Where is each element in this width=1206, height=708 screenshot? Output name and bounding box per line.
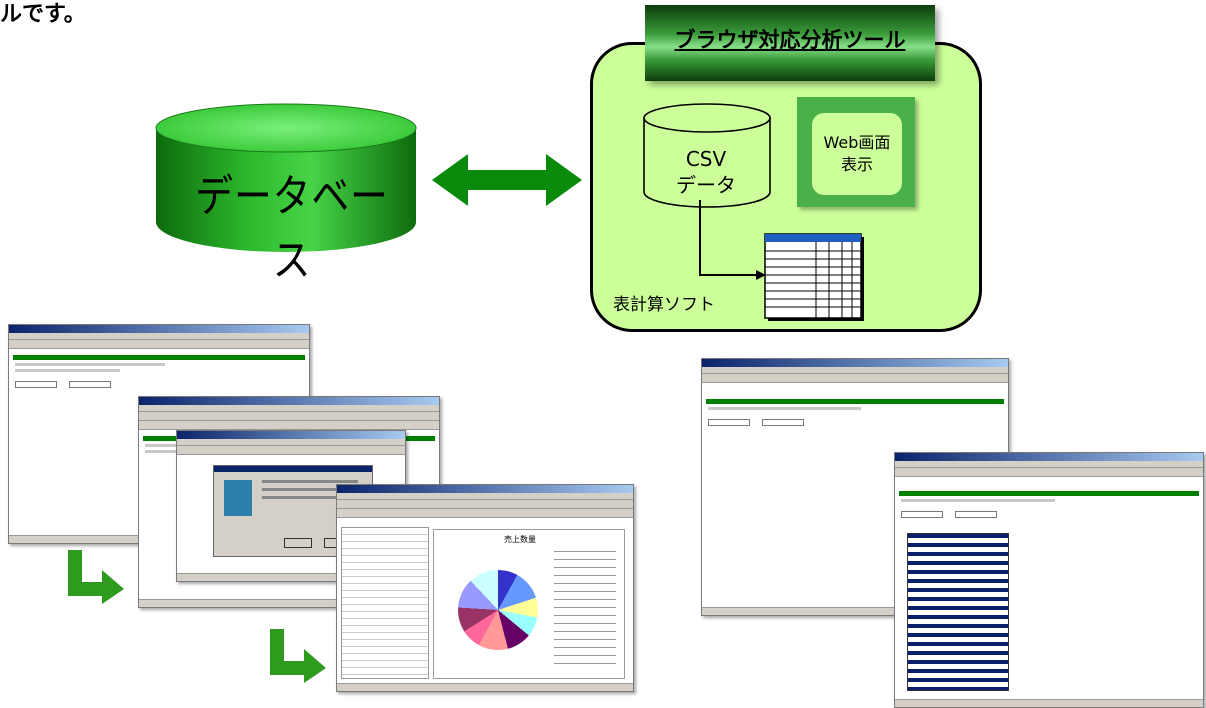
web-display-label: Web画面 表示 (812, 132, 902, 176)
spreadsheet-label: 表計算ソフト (613, 295, 715, 315)
csv-label: CSV データ (640, 146, 772, 198)
screenshot-window-6 (894, 452, 1204, 708)
csv-label-line2: データ (676, 173, 736, 197)
web-label-line1: Web画面 (823, 133, 891, 152)
tool-title: ブラウザ対応分析ツール (674, 28, 906, 52)
web-display-inner (812, 113, 902, 195)
screenshot-window-4: 売上数量 (336, 484, 634, 692)
web-label-line2: 表示 (840, 155, 873, 174)
connector-arrow (699, 200, 766, 280)
tool-title-box (645, 5, 935, 81)
step-arrow-icon-1 (68, 550, 124, 604)
pie-chart (458, 570, 538, 650)
spreadsheet-icon (764, 233, 864, 321)
chart-title: 売上数量 (504, 535, 536, 544)
bidirectional-arrow-icon (432, 154, 582, 206)
step-arrow-icon-2 (270, 629, 326, 683)
database-label: データベース (195, 171, 389, 286)
csv-label-line1: CSV (685, 147, 727, 171)
csv-cylinder-icon (643, 103, 771, 208)
database-cylinder (155, 103, 417, 252)
page-heading-fragment: ルです。 (0, 2, 86, 27)
result-table (907, 533, 1009, 691)
